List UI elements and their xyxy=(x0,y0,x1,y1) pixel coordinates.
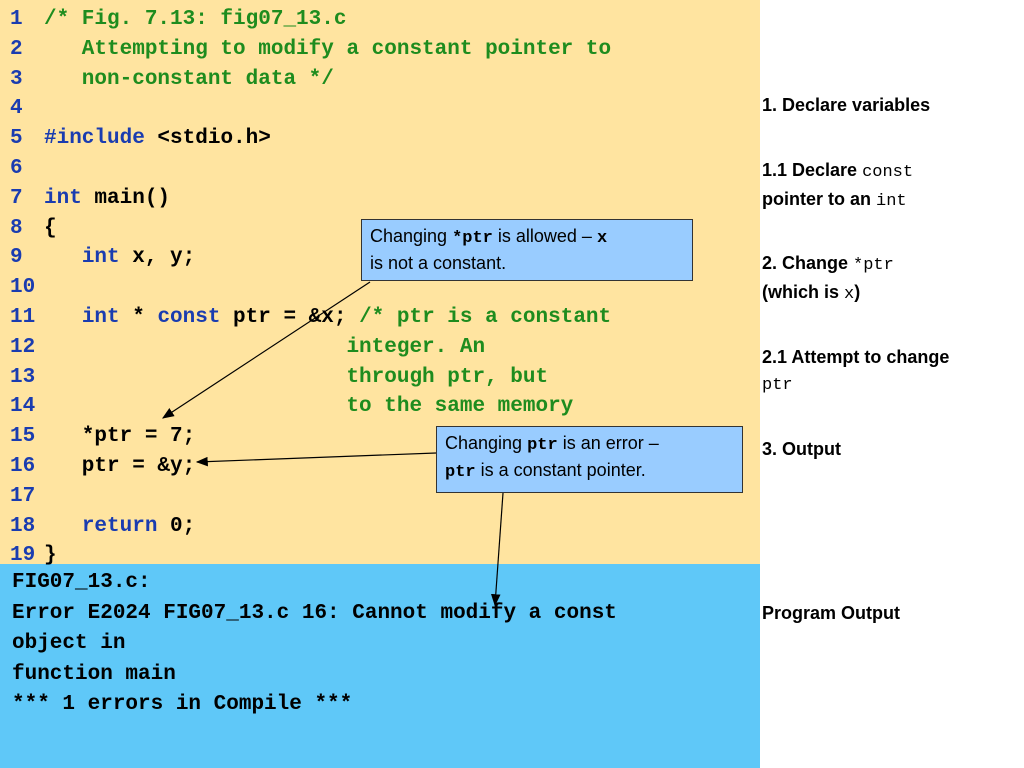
code-token: x, y; xyxy=(119,246,196,270)
code-line: 19} xyxy=(10,541,57,571)
output-line: object in xyxy=(12,632,126,655)
code-token: *ptr = 7; xyxy=(44,425,196,449)
comment-token: to the same memory xyxy=(44,395,574,419)
line-number: 2 xyxy=(10,37,23,61)
arrow-to-ptr-assign xyxy=(195,452,437,467)
output-line: FIG07_13.c: xyxy=(12,571,151,594)
keyword-token: int xyxy=(44,186,82,210)
line-number: 7 xyxy=(10,186,23,210)
keyword-token: const xyxy=(157,306,221,329)
code-token: } xyxy=(44,544,57,568)
step-attempt-change-ptr: 2.1 Attempt to change ptr xyxy=(762,347,950,395)
code-token: ptr = &x; xyxy=(220,306,360,329)
code-line: 9 int x, y; xyxy=(10,243,195,273)
code-line: 10 xyxy=(10,273,44,303)
step-change-star-ptr: 2. Change *ptr (which is x) xyxy=(762,253,894,304)
code-line: 13 through ptr, but xyxy=(10,363,548,393)
code-line: 3 non-constant data */ xyxy=(10,65,334,95)
comment-token: integer. An xyxy=(44,335,486,359)
line-number: 13 xyxy=(10,365,36,389)
code-line: 14 to the same memory xyxy=(10,392,573,422)
arrow-to-error-line xyxy=(490,492,504,607)
step-declare-const-pointer: 1.1 Declare const pointer to an int xyxy=(762,160,914,211)
keyword-token: int xyxy=(81,246,120,270)
line-number: 15 xyxy=(10,425,36,449)
code-line: 5 #include <stdio.h> xyxy=(10,124,271,154)
code-line: 11 int * const ptr = &x; /* ptr is a con… xyxy=(10,303,611,333)
output-line: function main xyxy=(12,662,176,686)
code-line: 8{ xyxy=(10,214,57,244)
code-token: main() xyxy=(81,186,171,210)
line-number: 12 xyxy=(10,335,36,359)
code-line: 12 integer. An xyxy=(10,333,485,363)
line-number: 17 xyxy=(10,484,36,508)
output-line: *** 1 errors in Compile *** xyxy=(12,693,353,716)
line-number: 4 xyxy=(10,97,23,121)
code-line: 2 Attempting to modify a constant pointe… xyxy=(10,35,611,65)
line-number: 16 xyxy=(10,455,36,478)
line-number: 14 xyxy=(10,395,36,419)
callout-ptr-error: Changing ptr is an error – ptr is a cons… xyxy=(436,426,743,493)
code-token: * xyxy=(119,306,158,329)
line-number: 3 xyxy=(10,67,23,91)
keyword-token: return xyxy=(81,514,158,538)
comment-token: Attempting to modify a constant pointer … xyxy=(44,37,612,61)
code-line: 1 /* Fig. 7.13: fig07_13.c xyxy=(10,5,346,35)
line-number: 19 xyxy=(10,544,36,568)
callout-star-ptr-allowed: Changing *ptr is allowed – x is not a co… xyxy=(361,219,693,281)
output-line: Error E2024 FIG07_13.c 16: Cannot modify… xyxy=(12,601,617,625)
keyword-token: int xyxy=(81,306,120,329)
line-number: 9 xyxy=(10,246,23,270)
code-token: { xyxy=(44,216,57,240)
code-line: 16 ptr = &y; xyxy=(10,452,195,482)
program-output-label: Program Output xyxy=(762,603,900,623)
comment-token: /* Fig. 7.13: fig07_13.c xyxy=(44,8,347,31)
line-number: 8 xyxy=(10,216,23,240)
code-line: 7 int main() xyxy=(10,184,170,214)
code-line: 17 xyxy=(10,482,44,512)
line-number: 5 xyxy=(10,127,23,151)
output-panel xyxy=(0,564,760,768)
code-token: ptr = &y; xyxy=(44,455,196,478)
comment-token: non-constant data */ xyxy=(44,67,334,91)
keyword-token: #include xyxy=(44,127,145,151)
line-number: 10 xyxy=(10,276,36,300)
line-number: 6 xyxy=(10,157,23,180)
step-output: 3. Output xyxy=(762,439,841,459)
line-number: 11 xyxy=(10,306,36,329)
code-token: <stdio.h> xyxy=(144,127,271,151)
arrow-to-star-ptr xyxy=(161,281,371,419)
line-number: 18 xyxy=(10,514,36,538)
line-number: 1 xyxy=(10,8,23,31)
comment-token: /* ptr is a constant xyxy=(359,306,612,329)
code-token: 0; xyxy=(157,514,196,538)
code-line: 4 xyxy=(10,94,44,124)
code-line: 6 xyxy=(10,154,44,184)
code-line: 18 return 0; xyxy=(10,512,195,542)
comment-token: through ptr, but xyxy=(44,365,549,389)
code-line: 15 *ptr = 7; xyxy=(10,422,195,452)
step-declare-variables: 1. Declare variables xyxy=(762,95,931,115)
